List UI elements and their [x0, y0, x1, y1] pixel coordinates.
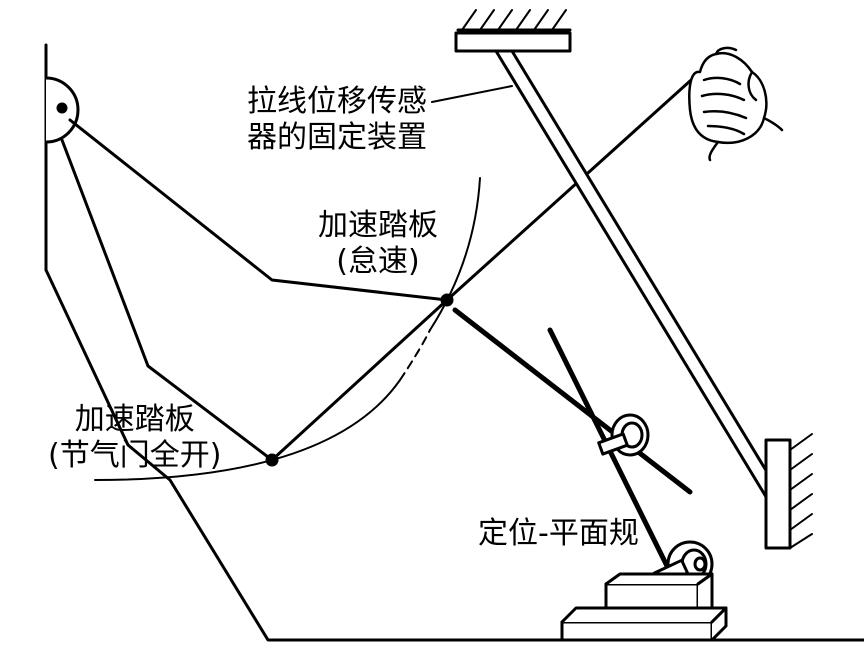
sensor-mount-label-line2: 器的固定装置 [247, 120, 427, 155]
pedal-full-label: 加速踏板 (节气门全开) [48, 402, 221, 474]
pulley-icon [44, 76, 80, 144]
pull-wire [445, 70, 702, 302]
gauge-base-side [710, 606, 728, 642]
right-hatch [789, 433, 813, 549]
pedal-idle-label: 加速踏板 (怠速) [318, 208, 438, 280]
pedal-swing-arc-upper [429, 177, 481, 331]
sensor-wire [68, 118, 449, 302]
right-support-block [764, 438, 792, 550]
floor-outline [44, 268, 864, 642]
sensor-mount-label: 拉线位移传感 器的固定装置 [247, 84, 427, 156]
hand-icon [688, 46, 784, 162]
gauge-rod-long [452, 307, 693, 495]
dial-gauge-icon [597, 413, 650, 457]
hatch-wall-icon [456, 9, 572, 32]
pedal-full-label-line1: 加速踏板 [74, 402, 195, 437]
pedal-swing-arc [94, 379, 401, 481]
gauge-base-top [560, 606, 728, 624]
sensor-mount-label-line1: 拉线位移传感 [247, 84, 427, 119]
pedal-point-full [265, 453, 279, 467]
pedal-idle-label-line1: 加速踏板 [318, 208, 438, 243]
sensor-label-leader [431, 85, 513, 103]
pedal-swing-arc-dashed [399, 329, 431, 381]
sensor-mount-plate [454, 31, 572, 53]
pedal-full-label-line2: (节气门全开) [48, 438, 222, 473]
pedal-arc-chord [270, 298, 449, 462]
pedal-point-idle [440, 293, 454, 307]
gauge-block-top [604, 572, 714, 586]
gauge-base-plate [560, 620, 714, 642]
positioning-gauge-label: 定位-平面规 [478, 516, 639, 551]
pedal-idle-label-line2: (怠速) [336, 244, 420, 279]
pedal-arm-full [60, 138, 274, 462]
